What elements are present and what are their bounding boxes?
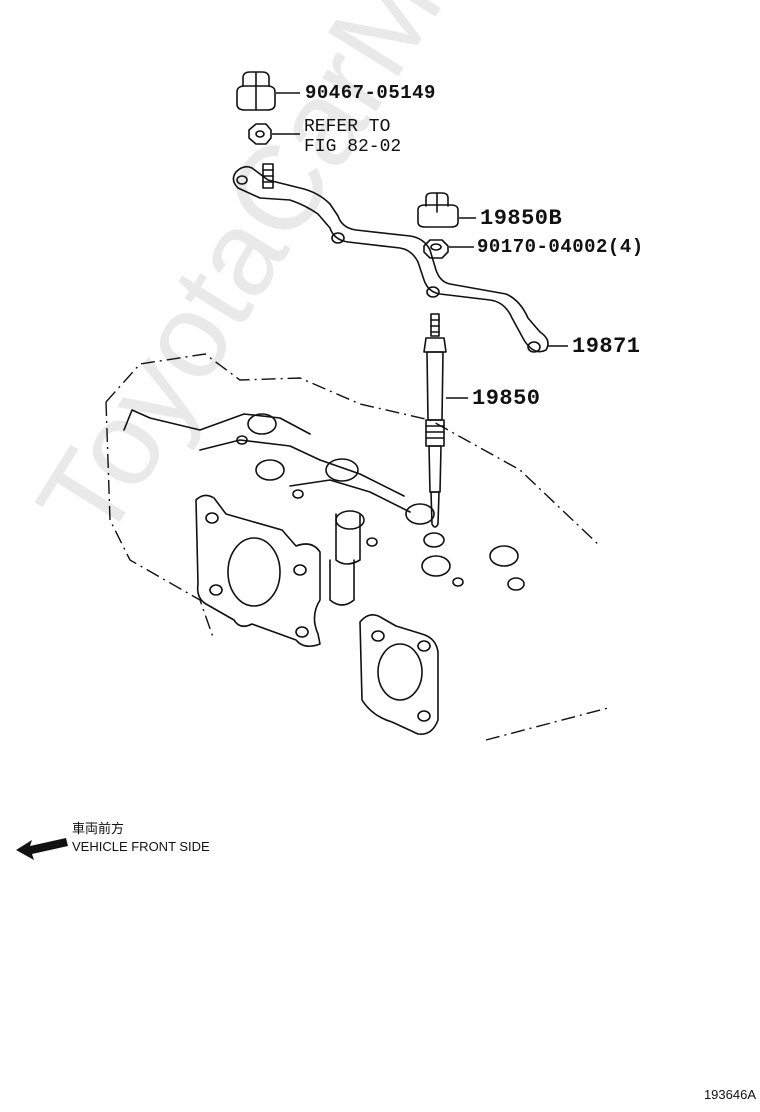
label-90467-05149[interactable]: 90467-05149 [305, 82, 436, 104]
cap-part[interactable] [417, 192, 459, 228]
label-refer-line1[interactable]: REFER TO [304, 117, 391, 137]
label-19850[interactable]: 19850 [472, 386, 541, 411]
label-19871[interactable]: 19871 [572, 334, 641, 359]
glow-plug-connector[interactable] [232, 163, 549, 353]
label-90170-04002[interactable]: 90170-04002(4) [477, 236, 644, 258]
label-refer-line2[interactable]: FIG 82-02 [304, 137, 402, 157]
figure-number: 193646A [703, 1087, 756, 1102]
cylinder-head [105, 353, 609, 741]
direction-label-jp: 車両前方 [72, 821, 125, 836]
label-19850b[interactable]: 19850B [480, 206, 563, 231]
direction-label-en: VEHICLE FRONT SIDE [72, 839, 210, 854]
nut-refer-part[interactable] [248, 123, 272, 145]
nut-part[interactable] [423, 239, 449, 259]
clip-part[interactable] [236, 71, 276, 111]
arrow-left-icon [16, 838, 68, 860]
glow-plug-part[interactable] [423, 313, 447, 528]
